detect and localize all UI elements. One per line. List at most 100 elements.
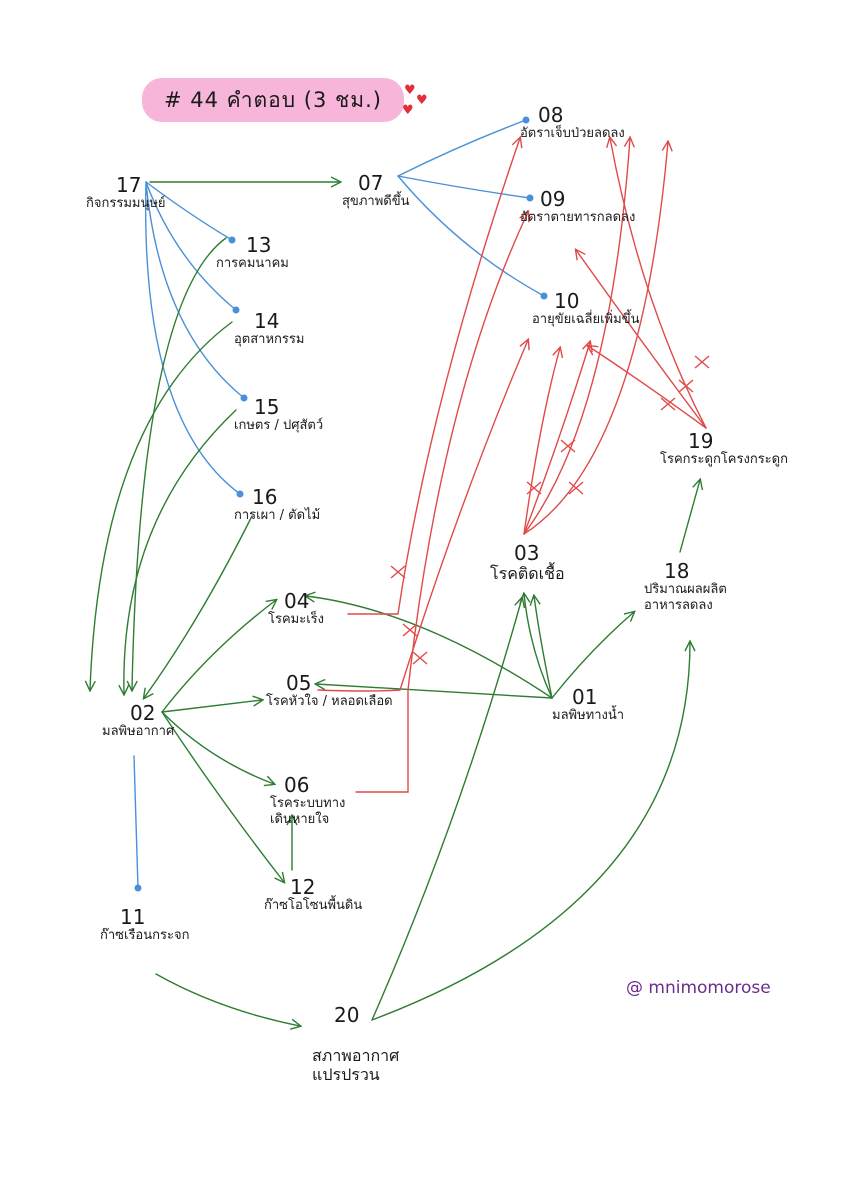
endpoint-dot — [526, 194, 534, 202]
node-label: กิจกรรมมนุษย์ — [86, 196, 166, 211]
node-label: ก๊าซโอโซนพื้นดิน — [264, 898, 363, 913]
node-label: อัตราตายทารกลดลง — [520, 210, 636, 225]
node-number: 18 — [664, 559, 690, 583]
negation-cross — [694, 355, 710, 369]
negative-arrow — [523, 348, 560, 535]
node-label: โรคระบบทางเดินหายใจ — [270, 796, 346, 827]
node-label: โรคกระดูกโครงกระดูก — [660, 452, 788, 467]
node-number: 20 — [334, 1003, 360, 1027]
node-label: มลพิษทางน้ำ — [552, 708, 625, 723]
node-number: 05 — [286, 671, 312, 695]
node-01: 01 มลพิษทางน้ำ — [552, 686, 624, 724]
node-09: 09 อัตราตายทารกลดลง — [520, 188, 635, 226]
negation-cross — [390, 565, 406, 579]
negation-cross — [526, 481, 542, 495]
node-12: 12 ก๊าซโอโซนพื้นดิน — [264, 876, 362, 914]
negation-cross — [412, 651, 428, 665]
cause-arrow — [524, 594, 553, 699]
endpoint-dot — [134, 884, 142, 892]
cause-arrow — [534, 596, 553, 699]
node-number: 11 — [120, 905, 146, 929]
node-number: 07 — [358, 171, 384, 195]
node-number: 06 — [284, 773, 310, 797]
endpoint-dots — [134, 116, 548, 892]
cause-arrow — [371, 642, 690, 1021]
endpoint-dot — [240, 394, 248, 402]
negative-arrow — [576, 250, 707, 429]
node-label: อุตสาหกรรม — [234, 332, 305, 347]
negative-arrow — [347, 138, 520, 615]
link-edge — [145, 181, 233, 241]
link-edges — [133, 119, 545, 889]
endpoint-dot — [236, 490, 244, 498]
heart-icon: ♥ — [404, 83, 416, 98]
node-number: 01 — [572, 685, 598, 709]
node-label: เกษตร / ปศุสัตว์ — [234, 418, 324, 433]
node-number: 02 — [130, 701, 156, 725]
node-number: 10 — [554, 289, 580, 313]
node-08: 08 อัตราเจ็บป่วยลดลง — [520, 104, 625, 142]
negative-arrow — [610, 138, 707, 429]
endpoint-dot — [228, 236, 236, 244]
link-edge — [145, 181, 237, 311]
node-label: โรคติดเชื้อ — [490, 564, 565, 583]
cause-arrow — [90, 321, 233, 690]
heart-icon: ♥ — [416, 93, 428, 108]
link-edge — [397, 119, 527, 177]
node-label: โรคมะเร็ง — [268, 612, 324, 627]
cause-arrow — [306, 596, 553, 699]
node-label: มลพิษอากาศ — [102, 724, 175, 739]
negation-cross — [560, 439, 576, 453]
link-edge — [145, 181, 245, 399]
node-13: 13 การคมนาคม — [216, 234, 289, 272]
link-edge — [397, 175, 531, 199]
endpoint-dot — [232, 306, 240, 314]
node-number: 09 — [540, 187, 566, 211]
author-credit: @ mnimomorose — [626, 978, 771, 998]
node-10: 10 อายุขัยเฉลี่ยเพิ่มขึ้น — [532, 290, 639, 328]
cause-arrow — [371, 598, 522, 1021]
node-label: การคมนาคม — [216, 256, 289, 271]
node-04: 04 โรคมะเร็ง — [268, 590, 324, 628]
negative-edges — [317, 138, 707, 793]
cause-arrow — [161, 711, 284, 882]
cause-arrow — [161, 711, 274, 784]
negative-arrow — [523, 138, 630, 535]
node-18: 18 ปริมาณผลผลิตอาหารลดลง — [644, 560, 730, 614]
node-20: 20 สภาพอากาศแปรปรวน — [312, 1004, 422, 1084]
link-edge — [133, 755, 139, 889]
node-number: 08 — [538, 103, 564, 127]
node-number: 17 — [116, 173, 142, 197]
cause-arrow — [124, 409, 237, 694]
node-number: 15 — [254, 395, 280, 419]
negative-arrow — [523, 342, 590, 535]
endpoint-dot — [540, 292, 548, 300]
cause-arrow — [316, 684, 553, 699]
node-number: 03 — [514, 541, 540, 565]
node-16: 16 การเผา / ตัดไม้ — [234, 486, 320, 524]
node-number: 14 — [254, 309, 280, 333]
cause-arrow — [161, 600, 276, 713]
node-label: อัตราเจ็บป่วยลดลง — [520, 126, 625, 141]
node-number: 16 — [252, 485, 278, 509]
cause-edges — [90, 182, 700, 1026]
node-05: 05 โรคหัวใจ / หลอดเลือด — [266, 672, 393, 710]
link-edge — [144, 181, 241, 495]
node-number: 04 — [284, 589, 310, 613]
node-15: 15 เกษตร / ปศุสัตว์ — [234, 396, 323, 434]
cause-arrow — [679, 480, 700, 553]
node-label: ปริมาณผลผลิตอาหารลดลง — [644, 582, 727, 613]
title-highlight: # 44 คำตอบ (3 ชม.) — [142, 78, 404, 122]
heart-icon: ♥ — [402, 103, 414, 118]
node-label: อายุขัยเฉลี่ยเพิ่มขึ้น — [532, 312, 640, 327]
negative-arrow — [317, 340, 528, 692]
cause-arrow — [155, 973, 300, 1026]
node-14: 14 อุตสาหกรรม — [234, 310, 304, 348]
node-06: 06 โรคระบบทางเดินหายใจ — [270, 774, 356, 828]
node-label: การเผา / ตัดไม้ — [234, 508, 321, 523]
node-number: 12 — [290, 875, 316, 899]
node-07: 07 สุขภาพดีขึ้น — [342, 172, 409, 210]
node-label: ก๊าซเรือนกระจก — [100, 928, 190, 943]
endpoint-dot — [522, 116, 530, 124]
